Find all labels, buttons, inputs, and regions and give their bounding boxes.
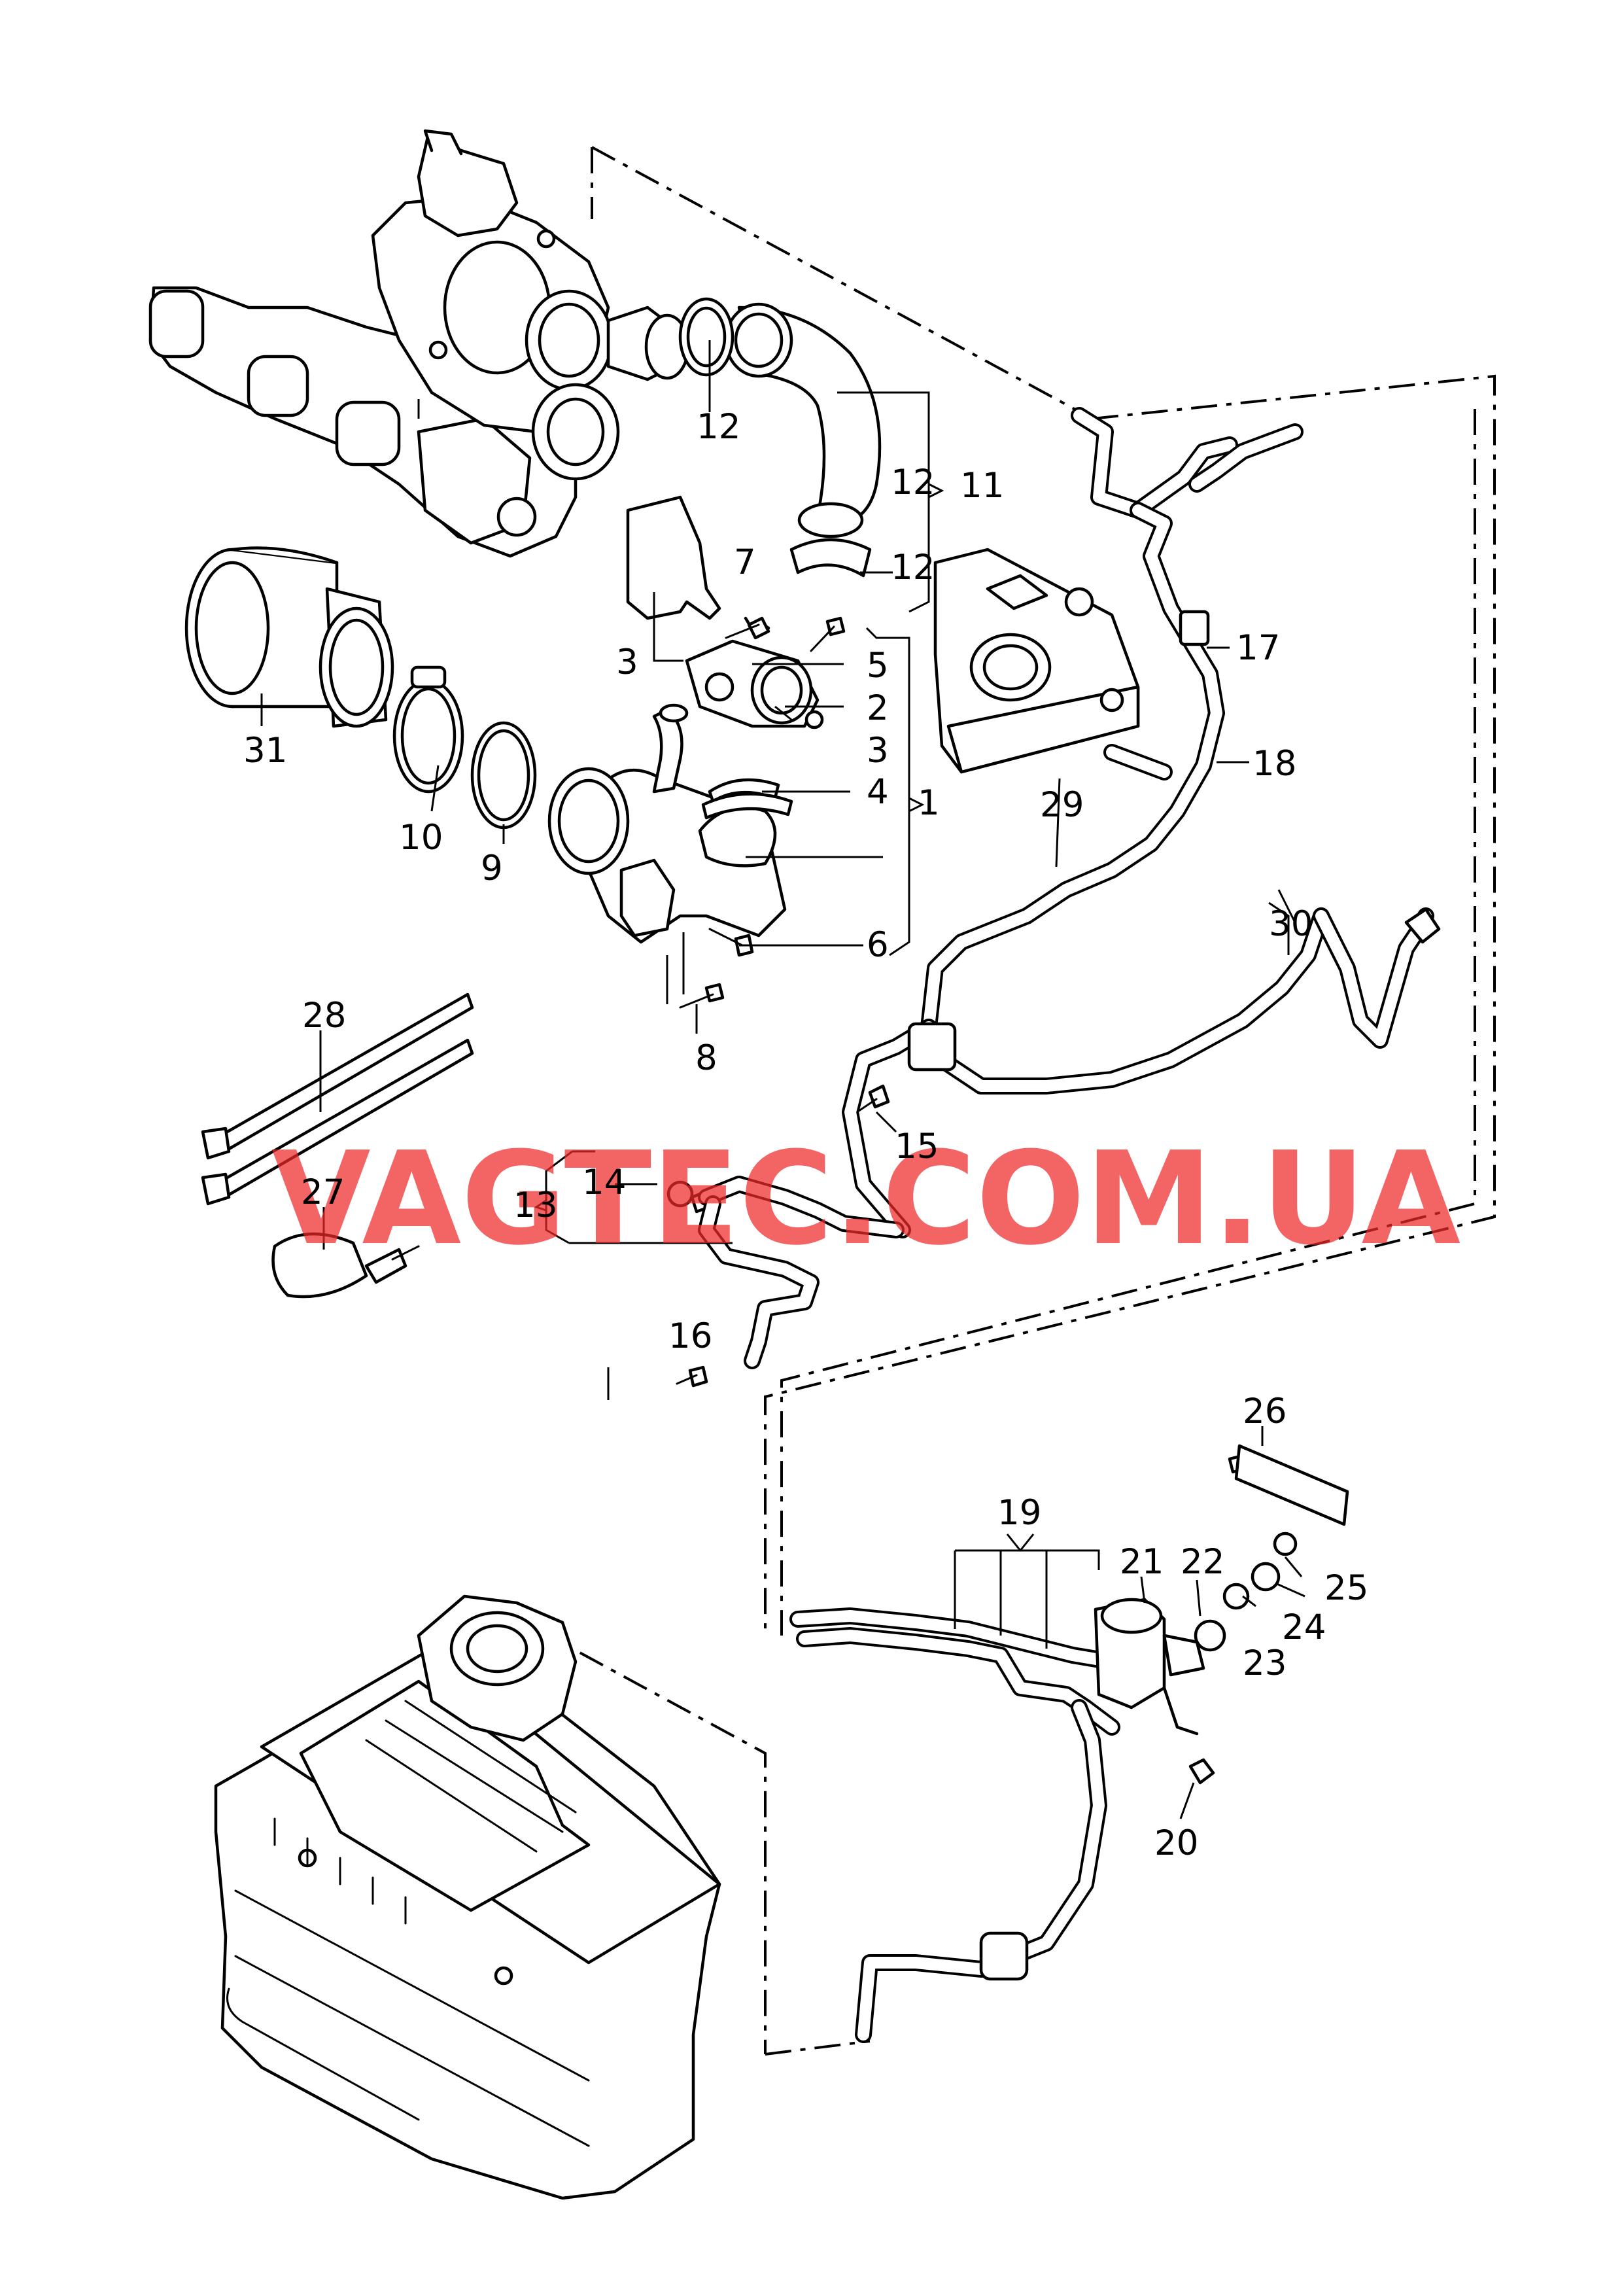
pressure-pipe xyxy=(678,297,882,578)
callout-29: 29 xyxy=(1040,785,1084,825)
clip-part-14 xyxy=(666,1180,694,1208)
callout-23: 23 xyxy=(1243,1643,1287,1683)
callout-12-clamp: 12 xyxy=(697,407,740,447)
vacuum-hoses-upper xyxy=(920,407,1304,1036)
callout-17: 17 xyxy=(1236,628,1280,668)
egr-valve-assembly xyxy=(547,495,824,944)
cylinder-head-section xyxy=(933,548,1140,774)
callout-3-sensor: 3 xyxy=(616,642,638,682)
callout-15: 15 xyxy=(895,1127,939,1166)
turbocharger-assembly xyxy=(148,129,690,558)
callout-31: 31 xyxy=(243,731,287,771)
callout-labels: 12 12 11 12 7 3 5 2 3 4 1 6 8 17 18 29 3… xyxy=(243,407,1368,1863)
callout-24: 24 xyxy=(1282,1607,1326,1647)
vacuum-hoses-lower xyxy=(789,1444,1349,2043)
callout-18: 18 xyxy=(1253,744,1296,784)
callout-12-ring: 12 xyxy=(891,548,935,587)
air-filter-housing xyxy=(214,1594,721,2200)
callout-11: 11 xyxy=(960,466,1004,506)
callout-7: 7 xyxy=(734,542,756,582)
callout-3-gasket: 3 xyxy=(867,731,889,771)
callout-25: 25 xyxy=(1324,1568,1368,1608)
callout-6: 6 xyxy=(867,925,889,965)
callout-12-pipe: 12 xyxy=(891,463,935,502)
callout-9: 9 xyxy=(481,849,503,888)
callout-14: 14 xyxy=(582,1163,626,1202)
callout-16: 16 xyxy=(668,1316,712,1356)
callout-22: 22 xyxy=(1181,1542,1224,1582)
callout-21: 21 xyxy=(1120,1542,1164,1582)
callout-19: 19 xyxy=(997,1493,1041,1533)
callout-20: 20 xyxy=(1154,1823,1198,1863)
callout-13: 13 xyxy=(513,1185,557,1225)
callout-10: 10 xyxy=(399,818,443,858)
vacuum-hoses-middle xyxy=(698,907,1441,1369)
callout-2: 2 xyxy=(867,688,889,728)
leader-lines xyxy=(260,340,1305,1819)
watermark-text: VAGTEC.COM.UA xyxy=(271,1125,1460,1274)
callout-30: 30 xyxy=(1269,904,1313,944)
callout-27: 27 xyxy=(301,1172,345,1212)
callout-26: 26 xyxy=(1243,1392,1287,1431)
callout-5: 5 xyxy=(867,646,889,686)
cable-ties xyxy=(201,992,474,1299)
dashed-boundaries xyxy=(536,146,1496,2056)
intake-boot-assembly xyxy=(184,546,537,830)
callout-8: 8 xyxy=(695,1038,717,1078)
callout-1: 1 xyxy=(918,783,940,823)
callout-28: 28 xyxy=(302,996,346,1036)
callout-4: 4 xyxy=(867,772,889,812)
